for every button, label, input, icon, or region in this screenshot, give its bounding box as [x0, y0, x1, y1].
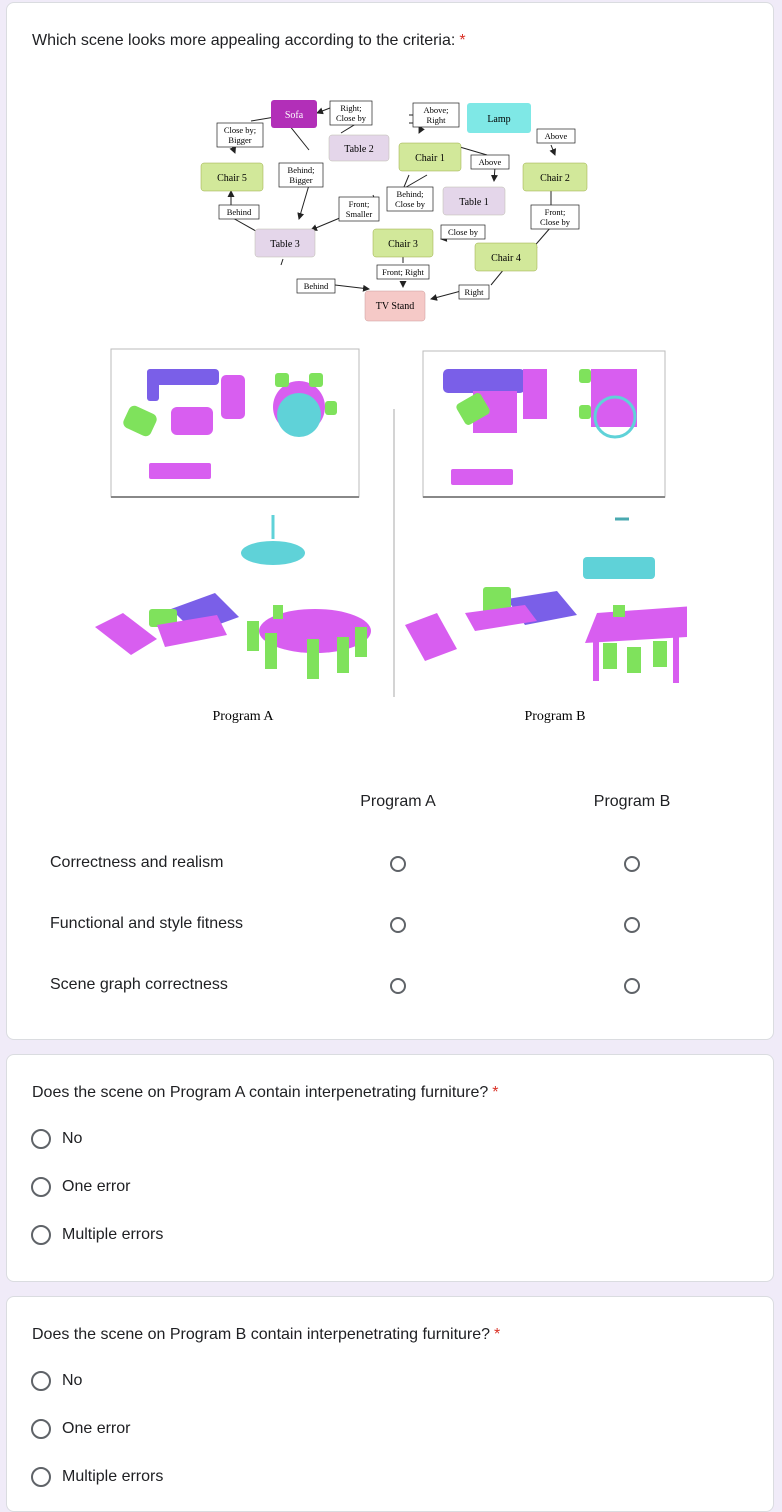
radio-button[interactable]	[31, 1467, 51, 1487]
edge-behind-close-1: Behind;	[397, 189, 424, 199]
radio-button[interactable]	[31, 1177, 51, 1197]
edge-behind-2: Behind	[304, 281, 329, 291]
edge-close-bigger-2: Bigger	[228, 135, 251, 145]
option-multiple-errors[interactable]: Multiple errors	[31, 1223, 163, 1247]
program-b-perspective-view	[405, 517, 687, 683]
option-label: One error	[62, 1178, 131, 1195]
option-one-error[interactable]: One error	[31, 1175, 130, 1199]
question-text: Which scene looks more appealing accordi…	[32, 32, 456, 49]
edge-close-by: Close by	[448, 227, 479, 237]
edge-behind-bigger-1: Behind;	[288, 165, 315, 175]
program-b-caption: Program B	[524, 709, 585, 724]
edge-front-close-2: Close by	[540, 217, 571, 227]
grid-row-label-functional: Functional and style fitness	[50, 915, 243, 932]
scene-renders-image: Program A Program B	[95, 348, 687, 724]
program-b-top-view	[422, 350, 666, 498]
required-asterisk: *	[492, 1084, 499, 1101]
option-label: One error	[62, 1420, 131, 1437]
radio-scene-graph-program-b[interactable]	[624, 978, 640, 994]
required-asterisk: *	[494, 1326, 501, 1343]
option-one-error[interactable]: One error	[31, 1417, 130, 1441]
edge-right-close-2: Close by	[336, 113, 367, 123]
option-label: Multiple errors	[62, 1468, 164, 1485]
option-no[interactable]: No	[31, 1369, 82, 1393]
node-lamp: Lamp	[487, 114, 510, 125]
option-label: No	[62, 1372, 83, 1389]
edge-above-right-2: Right	[427, 115, 447, 125]
radio-correctness-program-b[interactable]	[624, 856, 640, 872]
question-title: Does the scene on Program B contain inte…	[32, 1325, 500, 1345]
node-tv-stand: TV Stand	[376, 301, 414, 312]
edge-front-close-1: Front;	[545, 207, 566, 217]
node-sofa: Sofa	[285, 110, 304, 121]
edge-above-2: Above	[479, 157, 502, 167]
edge-right-close-1: Right;	[340, 103, 361, 113]
grid-row-label-correctness: Correctness and realism	[50, 854, 224, 871]
radio-correctness-program-a[interactable]	[390, 856, 406, 872]
grid-row-label-scene-graph: Scene graph correctness	[50, 976, 228, 993]
node-table1: Table 1	[459, 197, 489, 208]
edge-right: Right	[465, 287, 485, 297]
program-a-top-view	[110, 348, 360, 498]
grid-header-program-a: Program A	[360, 793, 436, 810]
radio-button[interactable]	[31, 1225, 51, 1245]
scene-graph-diagram: Sofa Table 2 Chair 1 Lamp Chair 5 Table …	[200, 100, 588, 322]
node-table3: Table 3	[270, 239, 300, 250]
edge-above-right-1: Above;	[423, 105, 448, 115]
grid-header-program-b: Program B	[593, 793, 671, 810]
radio-button[interactable]	[31, 1419, 51, 1439]
edge-front-smaller-2: Smaller	[346, 209, 373, 219]
radio-button[interactable]	[31, 1129, 51, 1149]
radio-functional-program-a[interactable]	[390, 917, 406, 933]
question-text: Does the scene on Program B contain inte…	[32, 1326, 491, 1343]
question-title: Does the scene on Program A contain inte…	[32, 1083, 499, 1103]
edge-behind-1: Behind	[227, 207, 252, 217]
question-card-1: Which scene looks more appealing accordi…	[6, 2, 774, 1040]
node-chair5: Chair 5	[217, 173, 247, 184]
radio-scene-graph-program-a[interactable]	[390, 978, 406, 994]
node-chair3: Chair 3	[388, 239, 418, 250]
edge-behind-bigger-2: Bigger	[289, 175, 312, 185]
node-chair2: Chair 2	[540, 173, 570, 184]
question-card-2: Does the scene on Program A contain inte…	[6, 1054, 774, 1282]
required-asterisk: *	[459, 32, 466, 49]
edge-front-smaller-1: Front;	[349, 199, 370, 209]
option-label: No	[62, 1130, 83, 1147]
edge-above-1: Above	[545, 131, 568, 141]
edge-behind-close-2: Close by	[395, 199, 426, 209]
node-table2: Table 2	[344, 144, 374, 155]
node-chair4: Chair 4	[491, 253, 521, 264]
node-chair1: Chair 1	[415, 153, 445, 164]
program-a-perspective-view	[95, 515, 371, 679]
question-card-3: Does the scene on Program B contain inte…	[6, 1296, 774, 1512]
radio-functional-program-b[interactable]	[624, 917, 640, 933]
question-text: Does the scene on Program A contain inte…	[32, 1084, 489, 1101]
edge-front-right: Front; Right	[382, 267, 424, 277]
edge-close-bigger-1: Close by;	[224, 125, 256, 135]
radio-button[interactable]	[31, 1371, 51, 1391]
option-multiple-errors[interactable]: Multiple errors	[31, 1465, 163, 1489]
program-a-caption: Program A	[212, 709, 274, 724]
option-label: Multiple errors	[62, 1226, 164, 1243]
option-no[interactable]: No	[31, 1127, 82, 1151]
question-title: Which scene looks more appealing accordi…	[32, 31, 466, 51]
